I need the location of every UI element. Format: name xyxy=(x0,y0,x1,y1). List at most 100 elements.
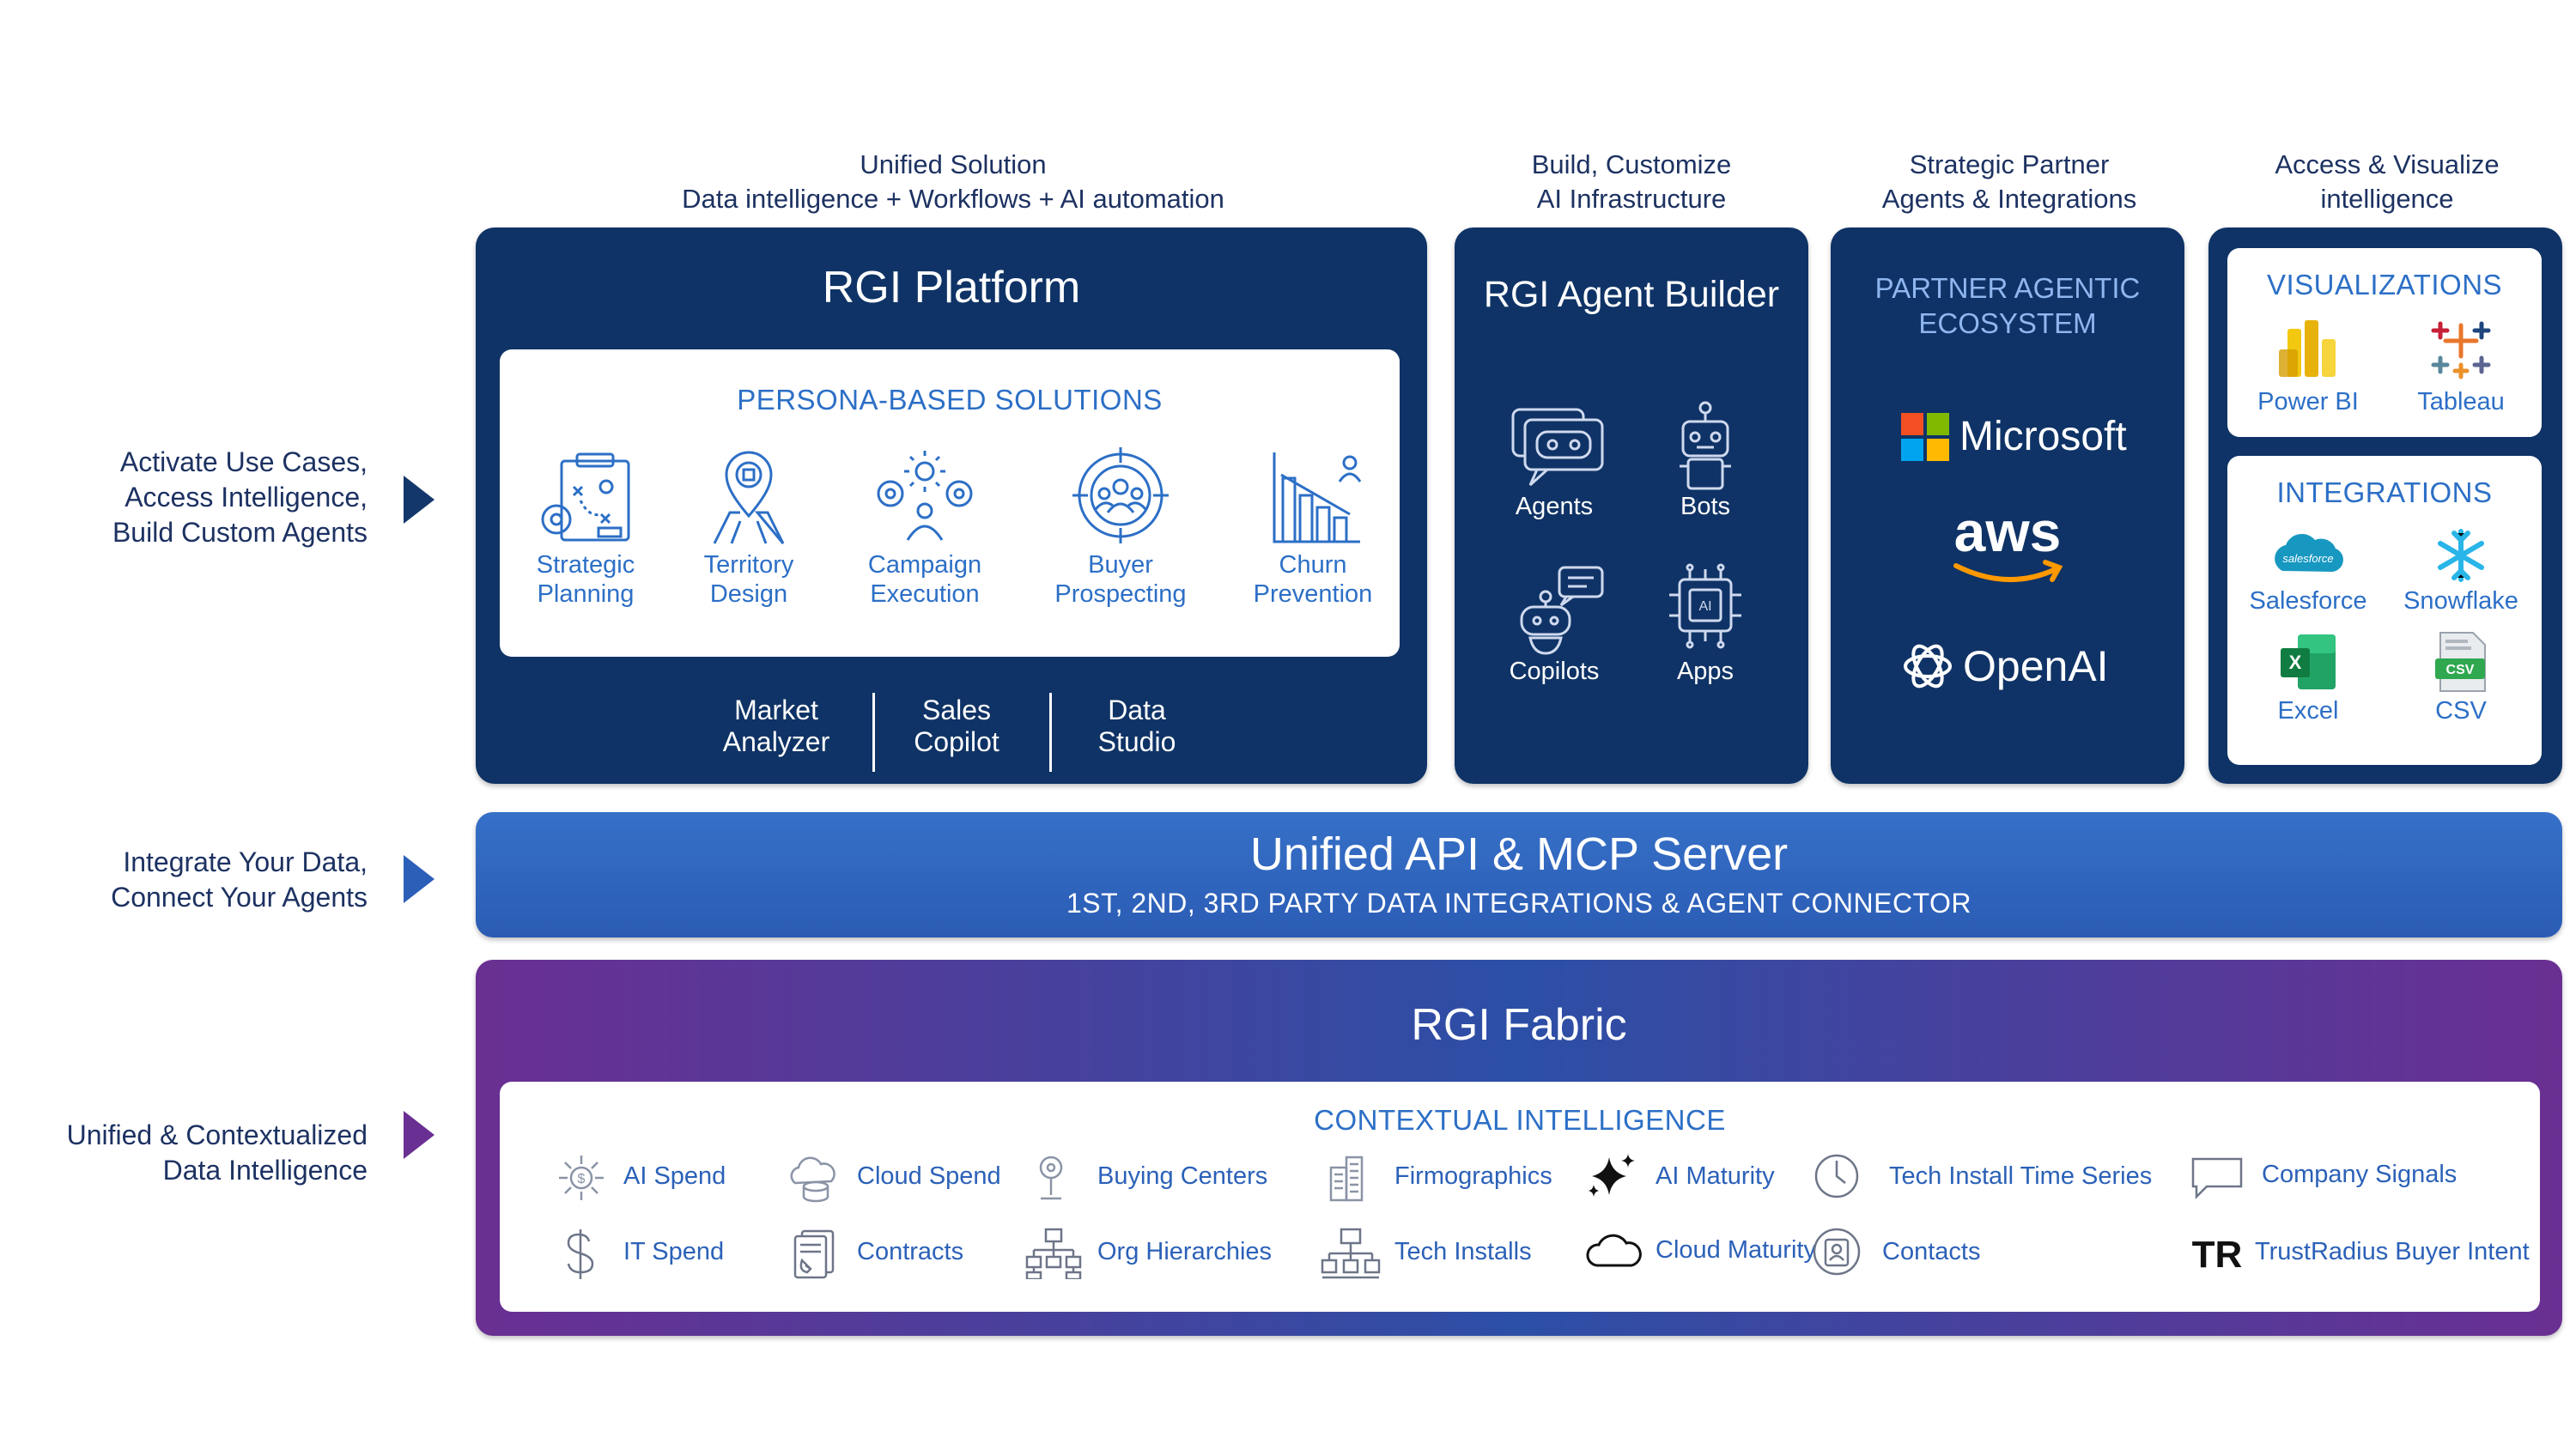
partner-header-line1: Strategic Partner xyxy=(1909,149,2110,179)
side-label-activate: Activate Use Cases, Access Intelligence,… xyxy=(34,445,368,550)
integration-item-excel[interactable]: X Excel xyxy=(2239,628,2377,725)
solution-label-strategic: Strategic Planning xyxy=(517,550,654,609)
rgi-fabric-panel: RGI Fabric CONTEXTUAL INTELLIGENCE $ AI … xyxy=(476,960,2562,1336)
contracts-icon xyxy=(793,1229,835,1279)
platform-header: Unified Solution Data intelligence + Wor… xyxy=(481,148,1425,216)
ci-item-contracts[interactable]: Contracts xyxy=(783,1228,1006,1279)
solution-churn-prevention[interactable]: Churn Prevention xyxy=(1240,444,1386,641)
svg-text:AI: AI xyxy=(1698,599,1711,614)
aws-label: aws xyxy=(1953,500,2062,563)
access-panel: VISUALIZATIONS Power BI T xyxy=(2208,228,2562,784)
declining-chart-icon xyxy=(1273,452,1362,543)
ci-item-cloud-spend[interactable]: Cloud Spend xyxy=(783,1152,1024,1204)
visualizations-title: VISUALIZATIONS xyxy=(2266,269,2503,300)
ci-label-tech-install-time-series: Tech Install Time Series xyxy=(1889,1162,2153,1190)
svg-text:$: $ xyxy=(578,1172,586,1186)
partner-title-line2: ECOSYSTEM xyxy=(1918,307,2097,339)
ci-label-tech-installs: Tech Installs xyxy=(1394,1238,1532,1265)
tool-2-line1: Data xyxy=(1108,695,1166,725)
contextual-intelligence-card: CONTEXTUAL INTELLIGENCE $ AI Spend Cloud… xyxy=(500,1082,2540,1312)
agent-builder-title: RGI Agent Builder xyxy=(1483,274,1780,315)
microsoft-icon xyxy=(1901,413,1949,461)
platform-header-line2: Data intelligence + Workflows + AI autom… xyxy=(682,184,1224,214)
solution-territory-design[interactable]: Territory Design xyxy=(680,444,817,641)
ci-item-tech-installs[interactable]: Tech Installs xyxy=(1321,1228,1578,1279)
tableau-icon xyxy=(2431,321,2491,379)
openai-icon xyxy=(1904,644,1952,689)
solution-buyer-prospecting[interactable]: Buyer Prospecting xyxy=(1048,444,1194,641)
ci-label-ai-spend: AI Spend xyxy=(623,1162,726,1190)
tool-2-line2: Studio xyxy=(1097,726,1176,757)
ci-item-cloud-maturity[interactable]: Cloud Maturity xyxy=(1583,1226,1841,1277)
ci-label-cloud-maturity: Cloud Maturity xyxy=(1656,1236,1816,1264)
integration-label-csv: CSV xyxy=(2435,697,2487,725)
partner-header: Strategic Partner Agents & Integrations xyxy=(1829,148,2190,216)
ci-item-ai-maturity[interactable]: AI Maturity xyxy=(1583,1150,1807,1202)
ci-label-firmographics: Firmographics xyxy=(1394,1162,1552,1190)
rgi-platform-panel: RGI Platform PERSONA-BASED SOLUTIONS Str… xyxy=(476,228,1427,784)
tech-installs-icon xyxy=(1321,1228,1381,1279)
access-header-line2: intelligence xyxy=(2320,184,2454,214)
rgi-platform-title: RGI Platform xyxy=(822,263,1081,312)
map-pin-icon xyxy=(713,451,785,544)
rgi-fabric-title: RGI Fabric xyxy=(1411,1000,1627,1050)
side-activate-line3: Build Custom Agents xyxy=(112,517,368,548)
excel-icon: X xyxy=(2281,634,2336,689)
solution-2-line2: Execution xyxy=(870,580,980,608)
ci-item-trustradius[interactable]: TR TrustRadius Buyer Intent xyxy=(2186,1226,2547,1277)
integration-item-snowflake[interactable]: Snowflake xyxy=(2392,525,2530,616)
side-unified-line2: Data Intelligence xyxy=(162,1155,368,1186)
sparkle-icon xyxy=(1589,1154,1635,1197)
partner-header-line2: Agents & Integrations xyxy=(1881,184,2137,214)
ci-label-contracts: Contracts xyxy=(857,1238,964,1265)
integration-item-csv[interactable]: CSV CSV xyxy=(2392,628,2530,725)
unified-api-title: Unified API & MCP Server xyxy=(1249,828,1789,880)
builder-item-agents[interactable]: Agents xyxy=(1494,397,1614,521)
integrations-card: INTEGRATIONS salesforce Salesforce Snowf… xyxy=(2227,456,2542,765)
tool-0-line1: Market xyxy=(734,695,818,725)
persona-solutions-card: PERSONA-BASED SOLUTIONS Strategic Planni… xyxy=(500,349,1400,657)
visualizations-card: VISUALIZATIONS Power BI T xyxy=(2227,248,2542,437)
ci-item-tech-install-time-series[interactable]: Tech Install Time Series xyxy=(1808,1150,2178,1202)
solution-3-line1: Buyer xyxy=(1088,551,1153,579)
ci-item-ai-spend[interactable]: $ AI Spend xyxy=(551,1152,757,1204)
microsoft-logo: Microsoft xyxy=(1899,411,2131,463)
ci-label-contacts: Contacts xyxy=(1882,1238,1981,1265)
solution-campaign-execution[interactable]: Campaign Execution xyxy=(852,444,998,641)
ci-item-it-spend[interactable]: IT Spend xyxy=(551,1228,757,1279)
ci-label-org-hierarchies: Org Hierarchies xyxy=(1097,1238,1273,1265)
solution-strategic-planning[interactable]: Strategic Planning xyxy=(517,444,654,641)
viz-item-tableau[interactable]: Tableau xyxy=(2392,310,2530,416)
viz-item-powerbi[interactable]: Power BI xyxy=(2239,310,2377,416)
tool-sales-copilot[interactable]: Sales Copilot xyxy=(879,695,1034,758)
persona-solutions-title: PERSONA-BASED SOLUTIONS xyxy=(737,384,1163,416)
tool-market-analyzer[interactable]: Market Analyzer xyxy=(690,695,862,758)
unified-api-bar: Unified API & MCP Server 1ST, 2ND, 3RD P… xyxy=(476,812,2562,937)
viz-label-tableau: Tableau xyxy=(2417,388,2505,416)
copilot-icon xyxy=(1520,566,1604,655)
integration-item-salesforce[interactable]: salesforce Salesforce xyxy=(2239,525,2377,616)
microsoft-label: Microsoft xyxy=(1959,414,2127,459)
ci-item-firmographics[interactable]: Firmographics xyxy=(1321,1152,1578,1204)
openai-label: OpenAI xyxy=(1963,642,2109,690)
builder-item-apps[interactable]: AI Apps xyxy=(1645,562,1765,686)
ci-item-org-hierarchies[interactable]: Org Hierarchies xyxy=(1025,1228,1300,1279)
target-people-icon xyxy=(1072,447,1169,543)
integration-label-snowflake: Snowflake xyxy=(2403,587,2518,615)
integration-label-excel: Excel xyxy=(2277,697,2339,725)
unified-api-subtitle: 1ST, 2ND, 3RD PARTY DATA INTEGRATIONS & … xyxy=(1066,888,1972,919)
ci-item-contacts[interactable]: Contacts xyxy=(1808,1226,2032,1277)
ai-spend-icon: $ xyxy=(559,1156,604,1200)
ai-chip-icon: AI xyxy=(1669,563,1741,649)
builder-item-copilots[interactable]: Copilots xyxy=(1494,562,1614,686)
builder-label-agents: Agents xyxy=(1515,493,1594,520)
side-label-integrate: Integrate Your Data, Connect Your Agents xyxy=(34,845,368,915)
ci-item-company-signals[interactable]: Company Signals xyxy=(2186,1150,2512,1202)
ci-label-ai-maturity: AI Maturity xyxy=(1656,1162,1775,1190)
tool-data-studio[interactable]: Data Studio xyxy=(1060,695,1214,758)
ci-item-buying-centers[interactable]: Buying Centers xyxy=(1025,1152,1283,1204)
speech-bubble-icon xyxy=(2191,1157,2243,1200)
svg-text:CSV: CSV xyxy=(2446,663,2475,677)
builder-item-bots[interactable]: Bots xyxy=(1645,397,1765,521)
builder-header: Build, Customize AI Infrastructure xyxy=(1460,148,1803,216)
